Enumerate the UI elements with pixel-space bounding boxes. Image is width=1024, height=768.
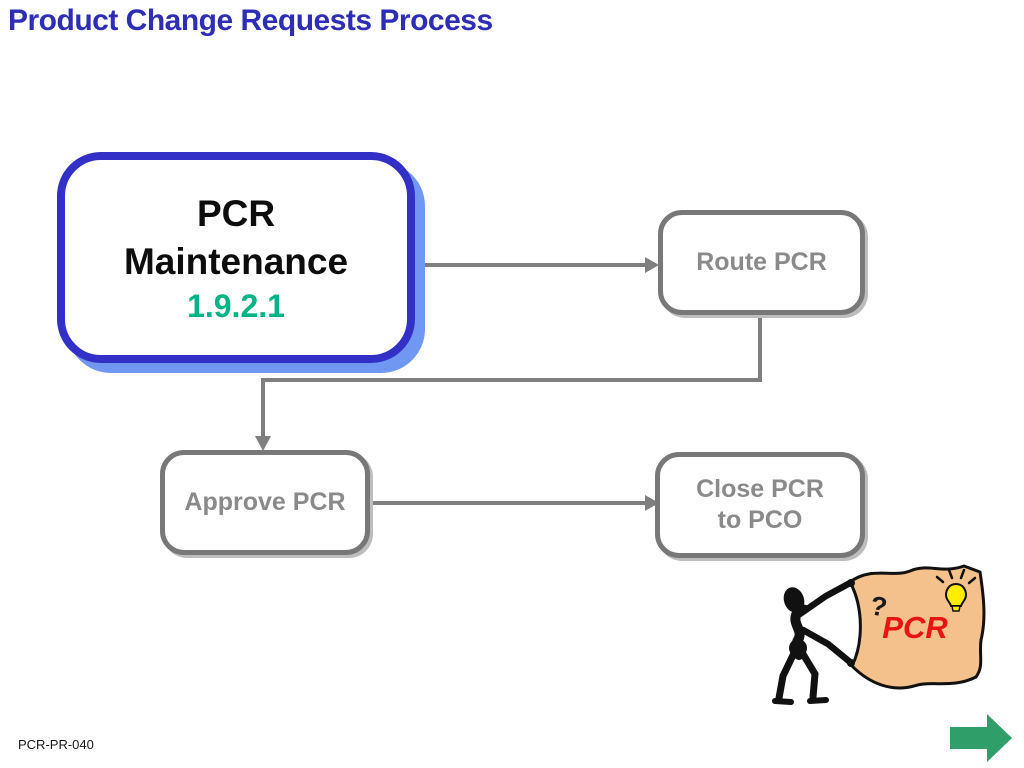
stick-figure-left-leg xyxy=(775,649,798,702)
node-pcr-maintenance: PCR Maintenance 1.9.2.1 xyxy=(57,152,415,363)
pcr-banner-clipart: ? PCR xyxy=(772,564,986,705)
node-route-pcr-label: Route PCR xyxy=(696,247,827,276)
node-route-pcr: Route PCR xyxy=(658,210,865,315)
arrowhead-into-approve xyxy=(255,436,271,451)
page-title: Product Change Requests Process xyxy=(8,4,493,37)
node-close-pcr-label-line1: Close PCR xyxy=(696,474,824,503)
stick-figure-left-foot xyxy=(772,698,794,705)
node-pcr-maintenance-title-line2: Maintenance xyxy=(123,240,349,282)
stick-figure-lower-arm xyxy=(799,626,854,666)
banner-pcr-label: PCR xyxy=(882,610,948,645)
stick-figure-upper-arm xyxy=(796,579,854,618)
arrowhead-into-route xyxy=(645,257,659,273)
stick-figure-upper-hand xyxy=(847,579,855,587)
stick-figure-right-foot xyxy=(807,697,829,704)
next-slide-arrow-icon[interactable] xyxy=(946,710,1016,765)
banner-question-mark: ? xyxy=(868,590,889,622)
stick-figure-lower-hand xyxy=(847,659,855,667)
stick-figure xyxy=(772,579,855,705)
node-pcr-maintenance-title-line1: PCR xyxy=(196,192,276,234)
stick-figure-head xyxy=(783,587,805,613)
slide-footer-code: PCR-PR-040 xyxy=(18,737,94,752)
node-close-pcr-to-pco: Close PCR to PCO xyxy=(655,452,865,558)
lightbulb-icon xyxy=(935,568,977,612)
node-pcr-maintenance-process-id: 1.9.2.1 xyxy=(187,287,285,324)
node-close-pcr-label-line2: to PCO xyxy=(717,506,803,534)
node-approve-pcr: Approve PCR xyxy=(160,450,370,555)
node-approve-pcr-label: Approve PCR xyxy=(184,487,346,516)
stick-figure-right-leg xyxy=(799,650,819,701)
